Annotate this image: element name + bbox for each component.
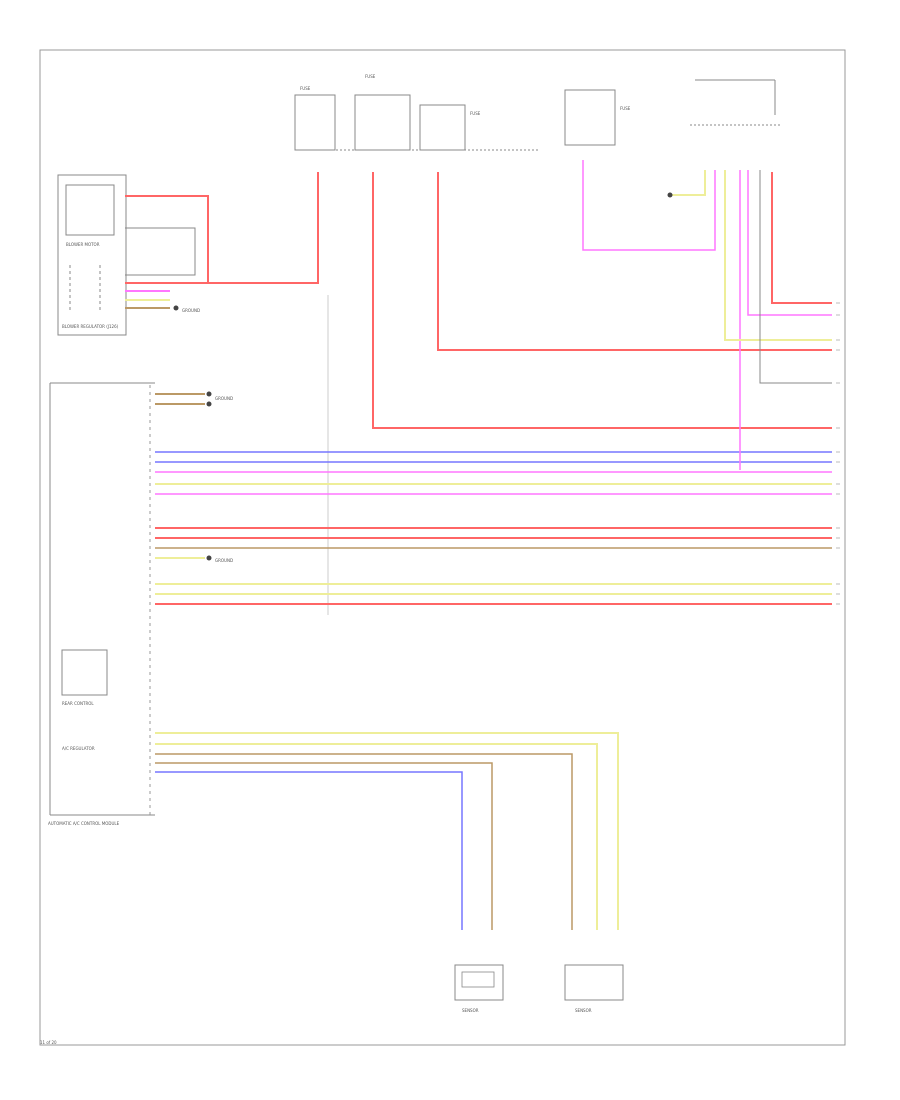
sensor-left: SENSOR: [454, 964, 504, 1013]
fuse-box-left: FUSE: [294, 86, 336, 151]
sensor-right: SENSOR: [564, 964, 624, 1013]
fuse-left-label: FUSE: [300, 86, 311, 91]
fuse-right-label: FUSE: [470, 111, 481, 116]
ground-label-2: GROUND: [215, 396, 233, 401]
fuse-top-right-label: FUSE: [620, 106, 631, 111]
ground-label-1: GROUND: [182, 308, 200, 313]
control-module: REAR CONTROL A/C REGULATOR AUTOMATIC A/C…: [48, 382, 155, 826]
grey-wires: [125, 170, 832, 384]
connector-top-right: [690, 79, 780, 126]
ac-regulator-label: A/C REGULATOR: [62, 746, 95, 751]
blower-assembly: BLOWER MOTOR BLOWER REGULATOR (J126): [57, 174, 127, 336]
blower-motor-label: BLOWER MOTOR: [66, 242, 100, 247]
module-stubs: [125, 290, 205, 559]
sensor-right-label: SENSOR: [575, 1008, 592, 1013]
control-module-label: AUTOMATIC A/C CONTROL MODULE: [48, 821, 120, 826]
rear-control-label: REAR CONTROL: [62, 701, 94, 706]
fuse-box-top-right: FUSE: [564, 89, 631, 146]
blue-wires: [155, 451, 832, 930]
yellow-wires: [155, 170, 832, 930]
red-wires: [125, 172, 832, 605]
pink-wires: [155, 160, 832, 495]
right-edge-pins: [836, 302, 840, 605]
footer-code: 11 of 20: [40, 1040, 57, 1045]
ground-label-3: GROUND: [215, 558, 233, 563]
fuse-mid-label: FUSE: [365, 74, 376, 79]
ground-points: [173, 192, 673, 561]
fuse-box-right: FUSE: [419, 104, 540, 151]
fuse-box-mid: FUSE: [336, 74, 420, 151]
blower-regulator-label: BLOWER REGULATOR (J126): [62, 324, 119, 329]
sensor-left-label: SENSOR: [462, 1008, 479, 1013]
diagram-frame: [39, 49, 846, 1046]
brown-wires: [155, 547, 832, 930]
